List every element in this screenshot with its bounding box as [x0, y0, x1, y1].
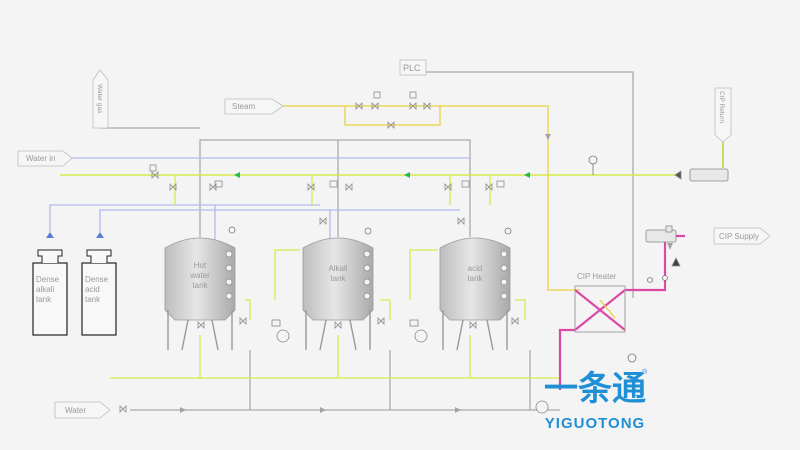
water-gas-label: Water gas — [96, 84, 103, 114]
acid-tank: acid tank — [439, 237, 511, 351]
cip-heater-label: CIP Heater — [577, 272, 617, 281]
hot-tank-label-1: Hot — [194, 261, 207, 270]
input-tags — [17, 59, 427, 419]
pumps — [271, 319, 549, 414]
dense-acid-tank: Dense acid tank — [81, 249, 117, 336]
logo-en-text: YIGUOTONG — [545, 415, 645, 432]
steam-label: Steam — [232, 102, 255, 111]
dense-acid-label-1: Dense — [85, 275, 109, 284]
direction-arrows — [46, 232, 104, 238]
cip-tags — [713, 87, 771, 245]
valves — [119, 91, 519, 413]
logo-cn-text: 一条通 — [544, 369, 646, 409]
hot-tank-label-3: tank — [192, 281, 208, 290]
alkali-tank-label-2: tank — [330, 274, 346, 283]
dense-alkali-label-2: alkali — [36, 285, 54, 294]
dense-alkali-tank: Dense alkali tank — [32, 249, 68, 336]
cip-supply-label: CIP Supply — [719, 232, 759, 241]
cip-return-label: CIP Return — [718, 91, 725, 123]
dense-alkali-label-1: Dense — [36, 275, 60, 284]
water-in-label: Water in — [26, 154, 56, 163]
acid-tank-label-2: tank — [467, 274, 483, 283]
piping-network — [49, 71, 724, 411]
filters — [645, 168, 729, 267]
dense-acid-label-3: tank — [85, 295, 101, 304]
hot-water-tank: Hot water tank — [164, 237, 236, 351]
cip-heater: CIP Heater — [574, 272, 626, 333]
logo-registered-mark: ® — [642, 368, 648, 376]
grey-arrows — [180, 134, 673, 413]
flow-arrows — [234, 172, 530, 178]
dense-alkali-label-3: tank — [36, 295, 52, 304]
hot-tank-label-2: water — [189, 271, 210, 280]
alkali-tank: Alkali tank — [302, 237, 374, 351]
alkali-tank-label-1: Alkali — [328, 264, 347, 273]
acid-tank-label-1: acid — [468, 264, 483, 273]
water-label: Water — [65, 406, 86, 415]
gauges — [228, 155, 668, 363]
dense-acid-label-2: acid — [85, 285, 100, 294]
plc-label: PLC — [403, 63, 421, 73]
yiguotong-logo: 一条通 YIGUOTONG ® — [544, 368, 648, 432]
